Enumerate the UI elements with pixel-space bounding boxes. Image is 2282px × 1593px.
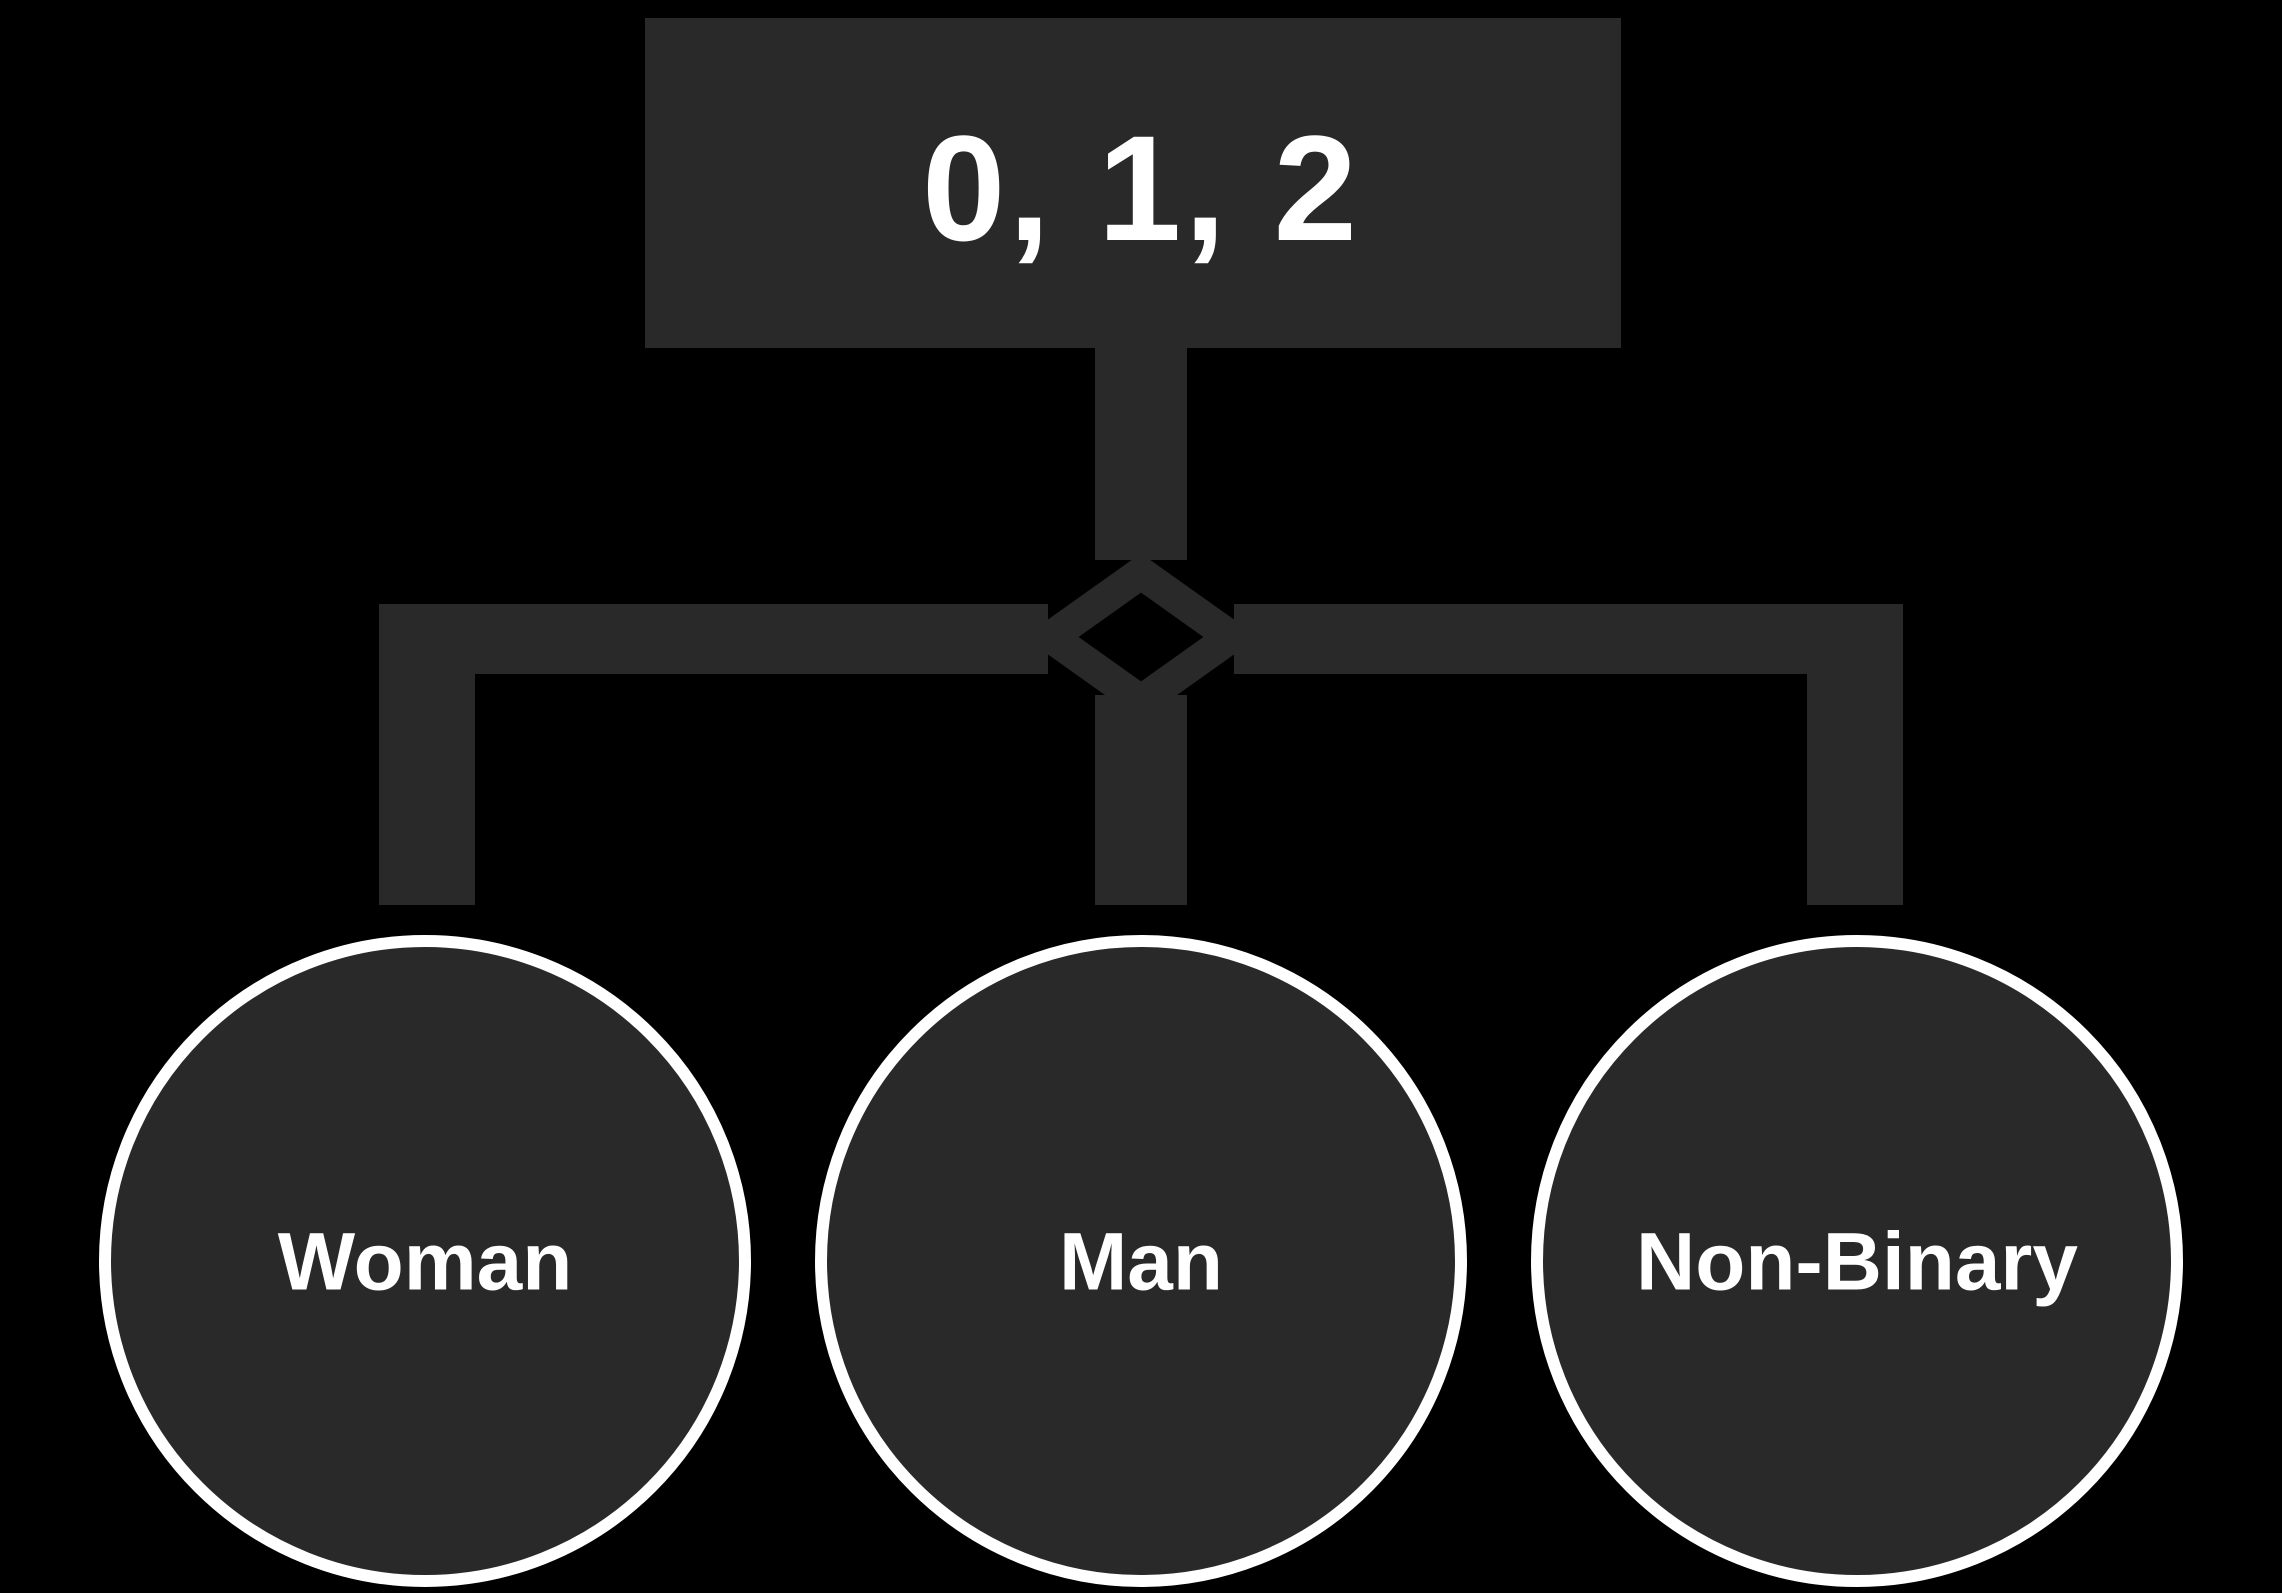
node-label-non-binary: Non-Binary <box>1636 1217 2078 1308</box>
node-circle-man <box>815 935 1467 1587</box>
node-label-man: Man <box>1059 1217 1223 1308</box>
encoded-values-box <box>645 18 1621 348</box>
node-circle-woman <box>99 935 751 1587</box>
junction-diamond <box>1023 553 1259 721</box>
encoded-values-label: 0, 1, 2 <box>922 104 1360 272</box>
node-circle-non-binary <box>1531 935 2183 1587</box>
node-label-woman: Woman <box>278 1217 573 1308</box>
